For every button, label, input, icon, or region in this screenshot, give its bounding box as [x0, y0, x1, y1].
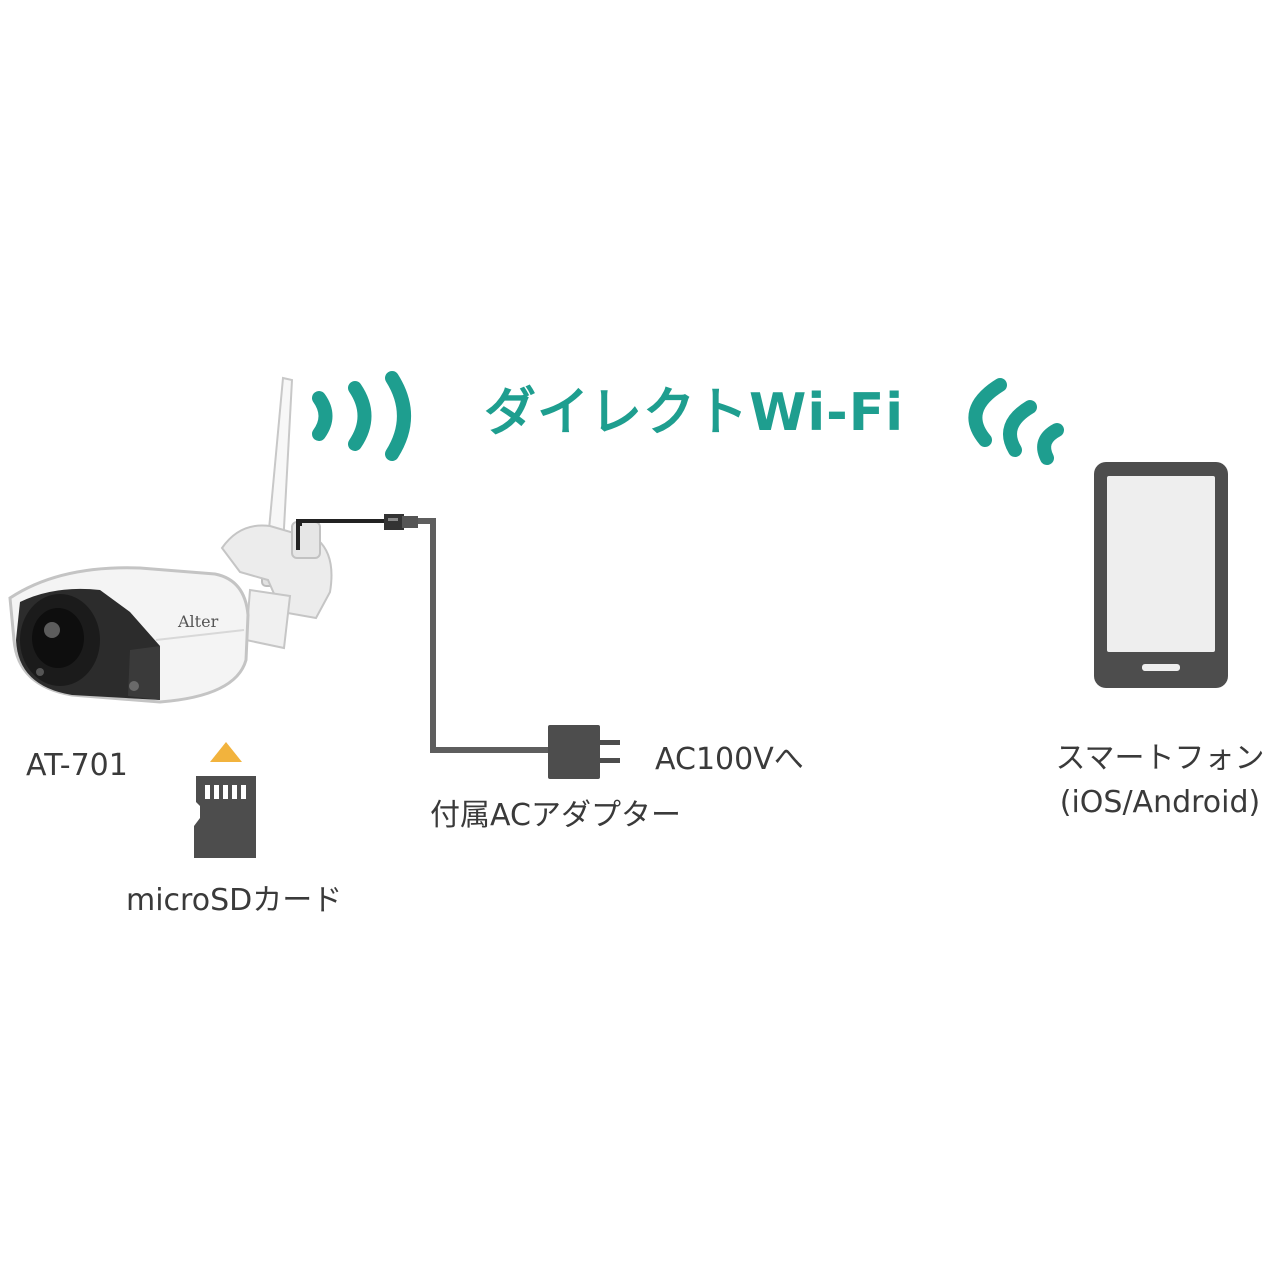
microsd-label: microSDカード	[126, 883, 343, 918]
power-cable	[296, 518, 551, 753]
adapter-label: 付属ACアダプター	[430, 798, 681, 833]
microsd-card-icon	[194, 776, 256, 858]
diagram-title: ダイレクトWi-Fi	[484, 383, 905, 443]
smartphone-label-line1: スマートフォン	[1055, 741, 1265, 776]
smartphone-label: スマートフォン (iOS/Android)	[1030, 737, 1280, 825]
cable-connector	[384, 514, 418, 530]
ac-adapter-icon	[548, 725, 620, 779]
smartphone-label-line2: (iOS/Android)	[1059, 785, 1261, 820]
wifi-waves-right-icon	[968, 378, 1064, 465]
arrow-up-icon	[210, 742, 242, 762]
camera-icon	[8, 566, 250, 704]
power-label: AC100Vへ	[655, 742, 804, 777]
smartphone-icon	[1094, 462, 1228, 688]
camera-brand-logo: Alter	[178, 612, 219, 631]
wifi-waves-left-icon	[312, 371, 411, 461]
camera-model-label: AT-701	[26, 748, 128, 783]
